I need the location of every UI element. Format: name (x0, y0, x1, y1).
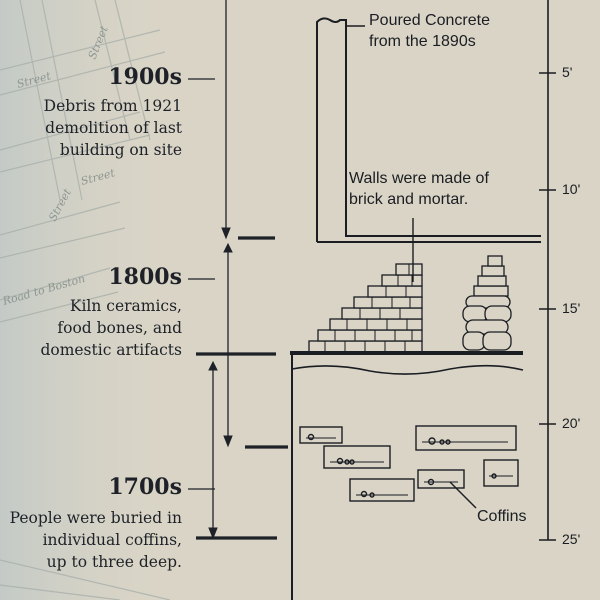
coffin (483, 459, 519, 487)
era-1900s-description: Debris from 1921 demolition of last buil… (44, 95, 182, 161)
coffin (299, 426, 343, 444)
depth-tick-label: 10' (562, 181, 581, 197)
historic-map-background: Street Street Street Street Road to Bost… (0, 0, 175, 600)
brick-wall (308, 263, 423, 353)
arrowhead (221, 227, 231, 240)
arrowhead (208, 527, 218, 540)
description-line: food bones, and (57, 319, 182, 337)
label-line: Walls were made of (349, 170, 489, 187)
concrete-foundation (316, 17, 541, 242)
description-line: building on site (59, 141, 182, 159)
stone-pier (462, 255, 512, 351)
description-line: up to three deep. (46, 553, 182, 571)
description-line: Kiln ceramics, (69, 297, 182, 315)
era-1700s-description: People were buried in individual coffins… (10, 507, 182, 573)
coffins-label: Coffins (477, 508, 527, 525)
label-line: Poured Concrete (369, 12, 490, 29)
description-line: Debris from 1921 (43, 97, 182, 115)
description-line: domestic artifacts (40, 341, 182, 359)
depth-tick-label: 20' (562, 415, 581, 431)
era-1700s-heading: 1700s (108, 474, 182, 500)
description-line: People were buried in (9, 509, 182, 527)
ground-surface (290, 351, 524, 600)
description-line: demolition of last (45, 119, 182, 137)
depth-scale (539, 0, 556, 541)
era-1800s-description: Kiln ceramics, food bones, and domestic … (40, 295, 182, 361)
walls-label: Walls were made of brick and mortar. (349, 168, 489, 210)
coffin (415, 425, 517, 451)
arrowhead (208, 360, 218, 371)
depth-tick-label: 25' (562, 531, 581, 547)
coffin (349, 478, 415, 502)
label-line: brick and mortar. (349, 191, 469, 208)
label-line: from the 1890s (369, 33, 476, 50)
coffin (417, 469, 465, 489)
description-line: individual coffins, (42, 531, 182, 549)
coffins-pointer (449, 481, 477, 509)
era-1800s-heading: 1800s (108, 264, 182, 290)
concrete-label: Poured Concrete from the 1890s (369, 10, 490, 52)
era-1900s-heading: 1900s (108, 64, 182, 90)
coffins (299, 425, 519, 502)
era-markers (188, 0, 288, 540)
arrowhead (223, 435, 233, 448)
arrowhead (223, 242, 233, 253)
coffin (323, 445, 391, 469)
depth-tick-label: 15' (562, 300, 581, 316)
depth-tick-label: 5' (562, 64, 573, 80)
